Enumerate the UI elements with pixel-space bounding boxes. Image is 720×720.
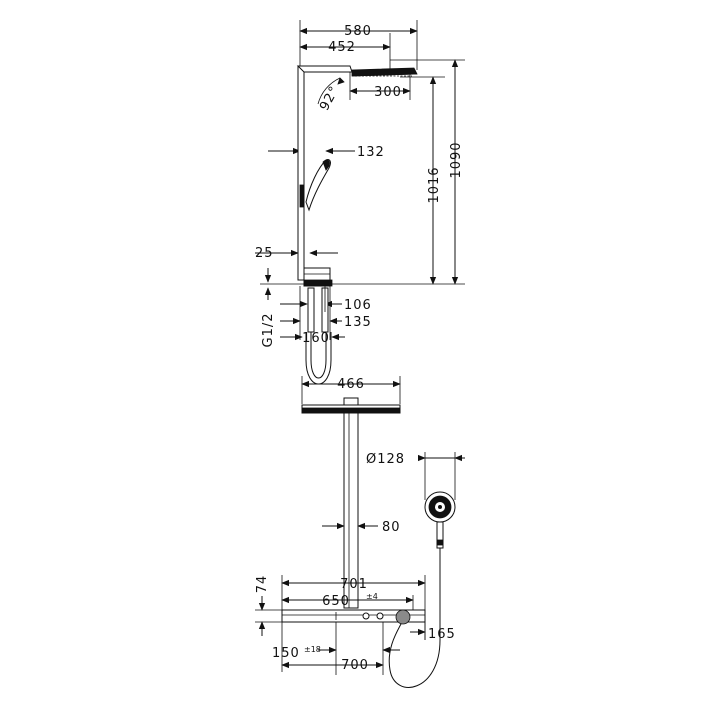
dim-1090: 1090 — [449, 141, 464, 178]
dim-150: 150 — [272, 646, 300, 661]
shower-arm — [296, 65, 353, 73]
dim-701: 701 — [340, 577, 368, 592]
hose-loop — [310, 332, 327, 379]
angle-92: 92° — [317, 83, 342, 113]
knob-1 — [362, 612, 370, 620]
dim-650: 650 — [322, 594, 350, 609]
riser-pipe — [297, 65, 305, 281]
riser-pipe-front — [343, 412, 359, 609]
dim-452: 452 — [328, 40, 356, 55]
tol-pm4: ±4 — [366, 592, 378, 601]
side-view: 580 452 300 92° 132 1016 1090 25 106 135… — [255, 20, 465, 385]
thermostat-dial — [395, 609, 411, 625]
thermostat-front — [281, 609, 426, 623]
dim-g12: G1/2 — [261, 313, 276, 348]
front-view: 466 80 Ø128 701 650 ±4 — [255, 376, 465, 688]
dim-d128: Ø128 — [366, 452, 405, 467]
dim-165: 165 — [428, 627, 456, 642]
dim-132: 132 — [357, 145, 385, 160]
dim-580: 580 — [344, 24, 372, 39]
dim-300: 300 — [374, 85, 402, 100]
dim-466: 466 — [337, 377, 365, 392]
angle-arc — [317, 77, 341, 105]
dim-74: 74 — [255, 575, 270, 594]
shower-hose — [388, 548, 441, 688]
dim-1016: 1016 — [427, 166, 442, 203]
dim-135: 135 — [344, 315, 372, 330]
dim-25: 25 — [255, 246, 274, 261]
dim-106: 106 — [344, 298, 372, 313]
dim-700: 700 — [341, 658, 369, 673]
dim-160: 160 — [302, 331, 330, 346]
tol-pm18: ±18 — [304, 645, 321, 654]
hand-shower-side-icon — [305, 159, 331, 212]
dim-80: 80 — [382, 520, 401, 535]
knob-2 — [376, 612, 384, 620]
